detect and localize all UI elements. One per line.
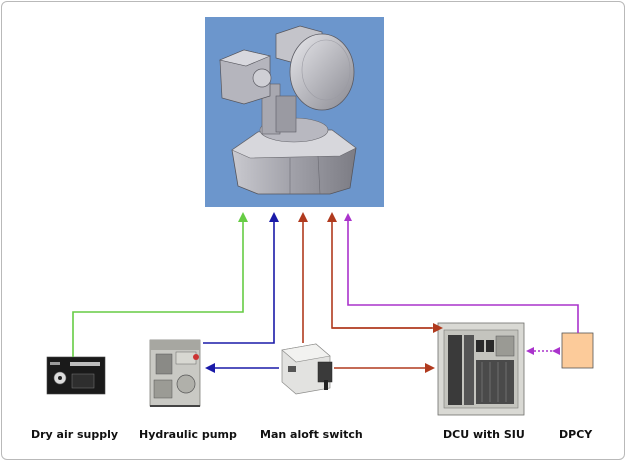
- dry-air-connector: [72, 212, 248, 357]
- dcu-cabinet-photo: [437, 322, 525, 416]
- label-dry-air-supply: Dry air supply: [31, 428, 119, 441]
- radar-antenna-illustration: [205, 17, 384, 207]
- label-dpcy: DPCY: [559, 428, 593, 441]
- label-man-aloft-switch: Man aloft switch: [260, 428, 363, 441]
- hydraulic-connector: [203, 212, 279, 344]
- dpcy-box: [561, 332, 594, 369]
- switch-box-photo: [281, 343, 333, 395]
- label-hydraulic-pump: Hydraulic pump: [139, 428, 237, 441]
- dcu-to-antenna-connector: [327, 212, 432, 329]
- hydraulic-pump-photo: [149, 339, 201, 407]
- dry-air-unit-photo: [46, 356, 106, 395]
- label-dcu-with-siu: DCU with SIU: [443, 428, 525, 441]
- dpcy-to-antenna-connector: [344, 213, 579, 333]
